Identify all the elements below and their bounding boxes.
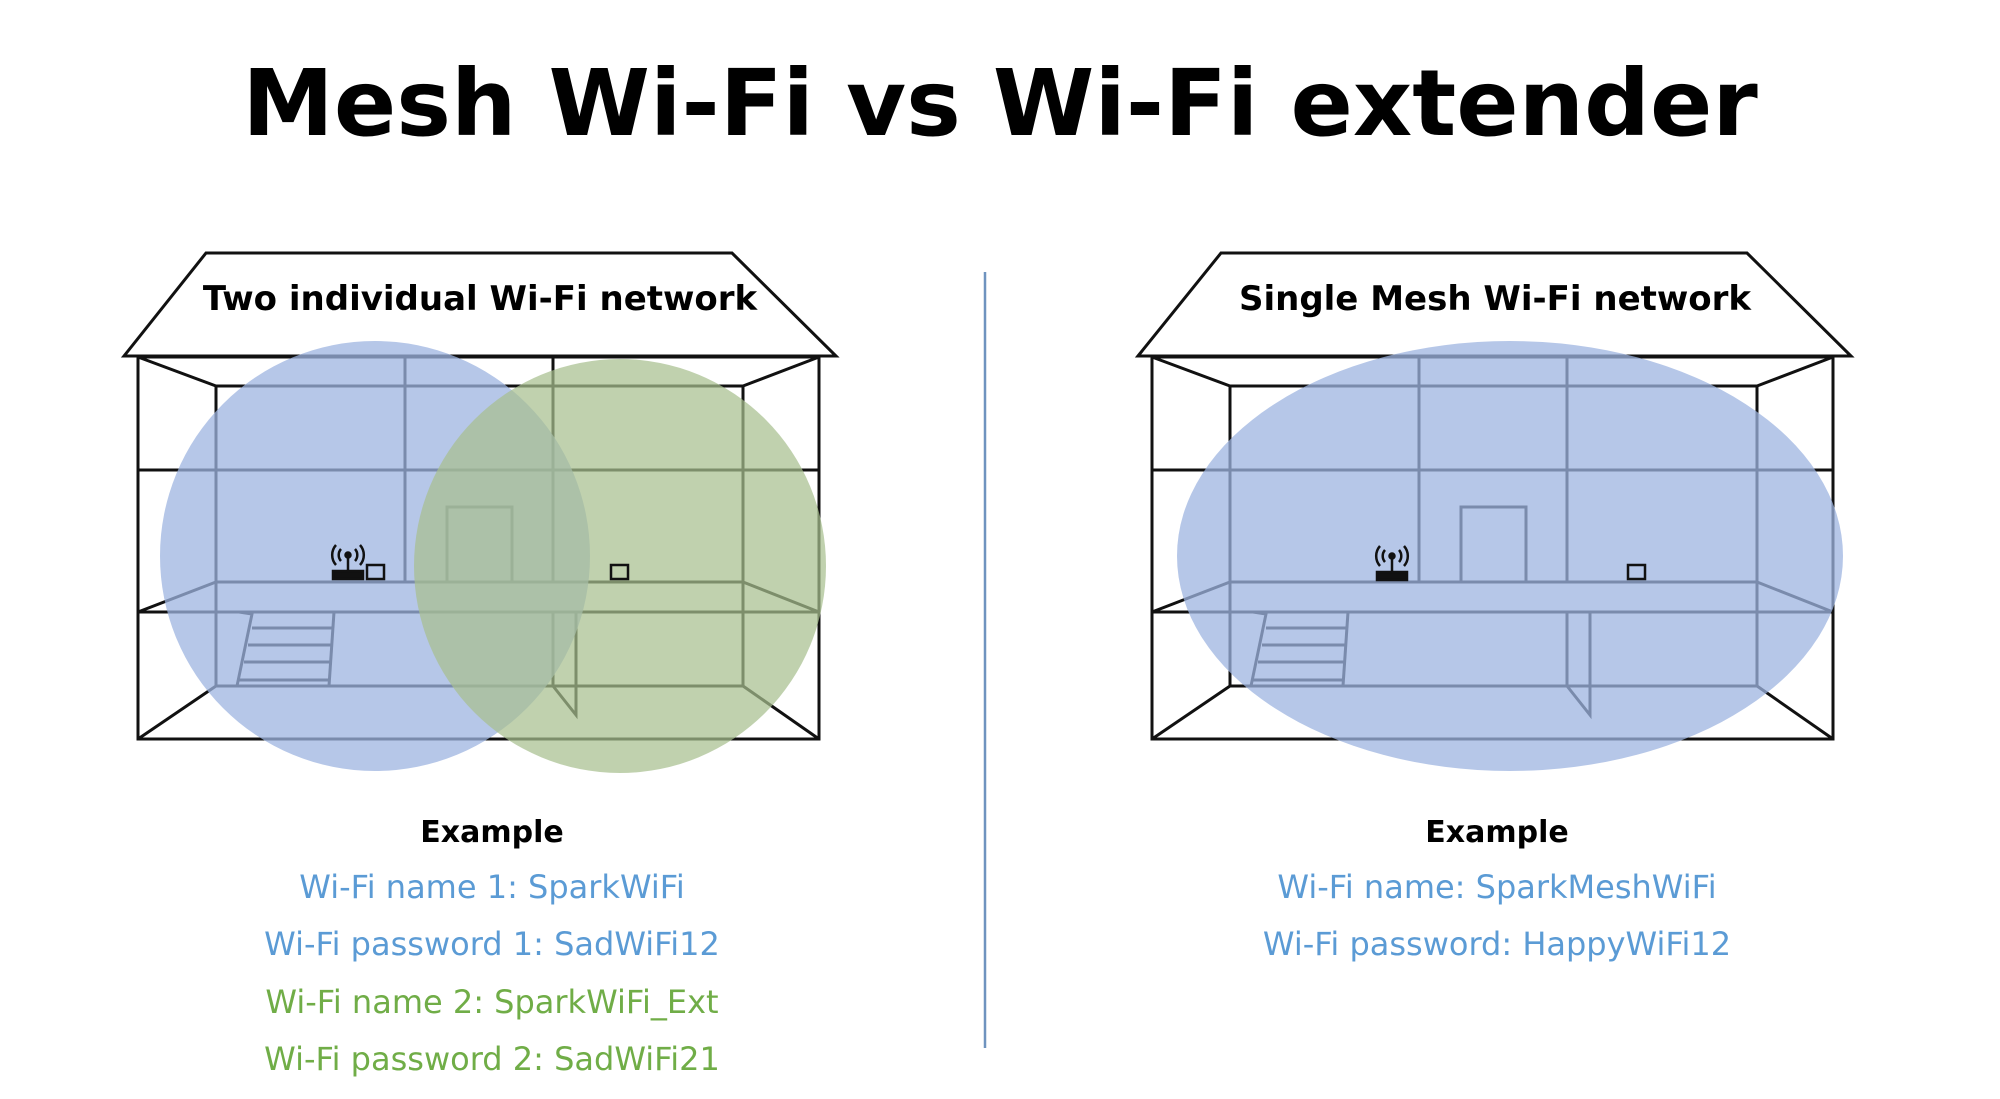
right-house-label: Single Mesh Wi-Fi network — [1239, 279, 1752, 319]
left-example-line-2: Wi-Fi password 1: SadWiFi12 — [264, 925, 720, 963]
mesh-coverage-zone — [1177, 341, 1843, 771]
left-example-line-3: Wi-Fi name 2: SparkWiFi_Ext — [265, 983, 718, 1021]
left-example-line-4: Wi-Fi password 2: SadWiFi21 — [264, 1040, 720, 1078]
right-example-heading: Example — [1425, 815, 1568, 850]
left-example-line-1: Wi-Fi name 1: SparkWiFi — [299, 868, 684, 906]
mesh-node-icon — [1626, 563, 1647, 581]
extender-node-icon — [609, 563, 630, 581]
router-icon — [1375, 545, 1409, 582]
router-icon — [331, 544, 365, 581]
right-example-line-2: Wi-Fi password: HappyWiFi12 — [1263, 925, 1731, 963]
node-icon — [365, 563, 386, 581]
left-house-label: Two individual Wi-Fi network — [203, 279, 759, 319]
right-example-line-1: Wi-Fi name: SparkMeshWiFi — [1277, 868, 1716, 906]
page-title: Mesh Wi-Fi vs Wi-Fi extender — [242, 50, 1758, 157]
left-example-heading: Example — [420, 815, 563, 850]
